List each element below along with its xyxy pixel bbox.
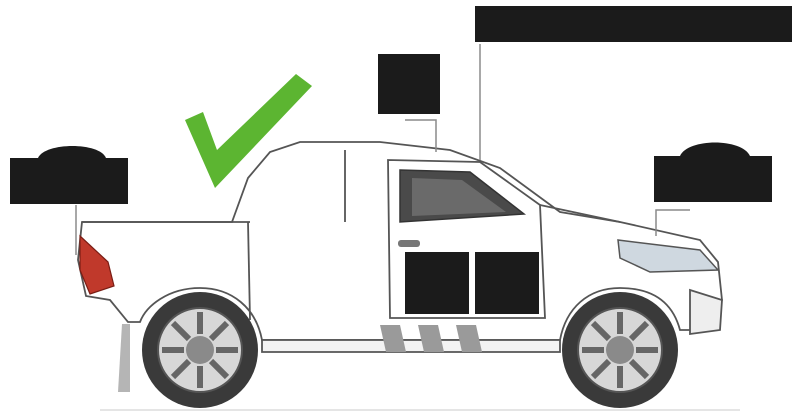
top-banner-box	[475, 6, 792, 42]
door-box-right	[475, 252, 539, 314]
mud-flap	[118, 324, 130, 392]
rear-wheel	[142, 292, 258, 408]
front-wheel	[562, 292, 678, 408]
roof-box	[378, 54, 440, 114]
door-box-left	[405, 252, 469, 314]
side-vents	[380, 325, 482, 352]
door-handle	[398, 240, 420, 247]
right-callout	[654, 143, 772, 203]
left-callout	[10, 146, 128, 204]
